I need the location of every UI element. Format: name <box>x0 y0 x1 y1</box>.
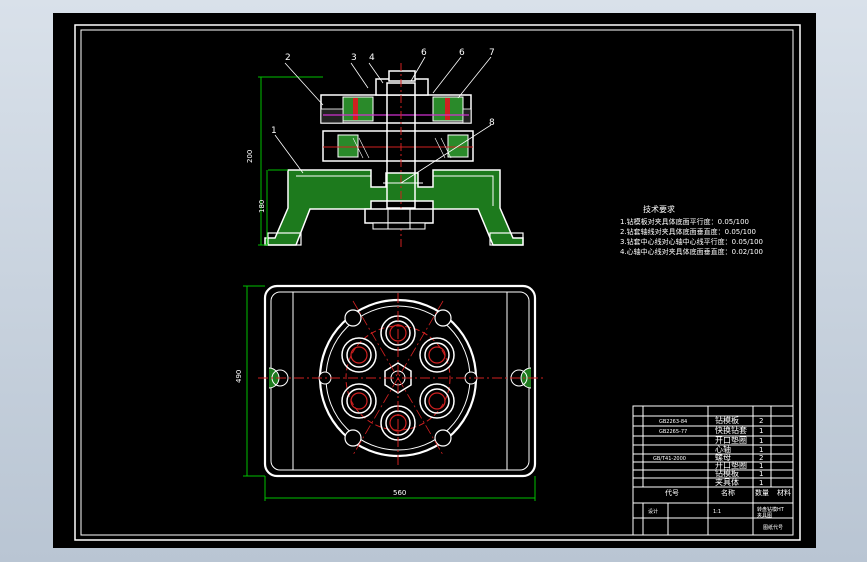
header-code: 代号 <box>665 488 679 497</box>
header-name: 名称 <box>721 488 735 497</box>
balloon-8: 8 <box>489 118 495 128</box>
dim-plan-height: 490 <box>235 370 243 383</box>
section-view <box>264 63 524 248</box>
part-code-5: GB/T41-2000 <box>653 456 686 462</box>
tech-req-line-3: 3.钻套中心线对心轴中心线平行度：0.05/100 <box>620 237 763 246</box>
balloon-6a: 6 <box>421 48 427 58</box>
tech-req-line-1: 1.钻模板对夹具体底面平行度：0.05/100 <box>620 217 749 226</box>
balloon-1: 1 <box>271 126 277 136</box>
part-name-7: 钻模板 <box>715 468 739 478</box>
material-ht: HT <box>777 507 785 513</box>
balloon-7: 7 <box>489 48 495 58</box>
cad-drawing: 200 180 2 3 4 6 6 7 1 8 技术要求 1.钻模板对夹具体底面… <box>74 24 801 541</box>
plan-dimensions <box>243 285 536 501</box>
tb-scale: 1:1 <box>713 509 721 515</box>
drawing-sheet: 200 180 2 3 4 6 6 7 1 8 技术要求 1.钻模板对夹具体底面… <box>53 13 816 548</box>
part-name-1: 钻模板 <box>715 415 739 425</box>
part-qty-7: 1 <box>759 470 763 478</box>
part-qty-4: 1 <box>759 446 763 454</box>
part-qty-5: 2 <box>759 454 763 462</box>
part-qty-2: 1 <box>759 427 763 435</box>
part-name-6: 开口垫圈 <box>715 460 747 470</box>
part-qty-3: 1 <box>759 437 763 445</box>
inner-frame <box>80 29 794 536</box>
tb-sub: 夹具图 <box>757 512 772 519</box>
part-code-2: GB2265-77 <box>659 429 687 435</box>
balloon-2: 2 <box>285 53 291 63</box>
balloon-6b: 6 <box>459 48 465 58</box>
tech-req-title: 技术要求 <box>643 204 675 214</box>
plan-view <box>258 284 543 478</box>
header-material: 材料 <box>777 488 791 497</box>
dim-height-base: 180 <box>258 200 266 213</box>
dim-plan-width: 560 <box>393 489 406 497</box>
tech-requirements: 技术要求 1.钻模板对夹具体底面平行度：0.05/100 2.钻套轴线对夹具体底… <box>620 204 763 256</box>
dim-height-total: 200 <box>246 150 254 163</box>
tech-req-line-4: 4.心轴中心线对夹具体底面垂直度：0.02/100 <box>620 247 763 256</box>
parts-list <box>632 405 794 536</box>
tech-req-line-2: 2.钻套轴线对夹具体底面垂直度：0.05/100 <box>620 227 756 236</box>
part-name-2: 快换钻套 <box>715 425 747 435</box>
tb-title: 转盘钻模 <box>757 506 777 513</box>
part-qty-6: 1 <box>759 462 763 470</box>
header-qty: 数量 <box>755 488 769 497</box>
balloon-4: 4 <box>369 53 375 63</box>
part-name-3: 开口垫圈 <box>715 435 747 445</box>
nut <box>364 208 434 224</box>
parts-rows: GB2263-84 钻模板 2 GB2265-77 快换钻套 1 开口垫圈 1 … <box>648 415 791 531</box>
part-name-8: 夹具体 <box>715 477 739 487</box>
section-dimensions <box>258 76 323 246</box>
part-name-5: 螺母 <box>715 452 731 462</box>
part-qty-1: 2 <box>759 417 763 425</box>
leader-lines <box>274 56 492 184</box>
part-name-4: 心轴 <box>715 444 731 454</box>
tb-design: 设计 <box>648 508 658 515</box>
outer-frame <box>74 24 801 541</box>
balloon-3: 3 <box>351 53 357 63</box>
tb-drawing-no: 图纸代号 <box>763 524 783 531</box>
part-code-1: GB2263-84 <box>659 419 687 425</box>
part-qty-8: 1 <box>759 479 763 487</box>
